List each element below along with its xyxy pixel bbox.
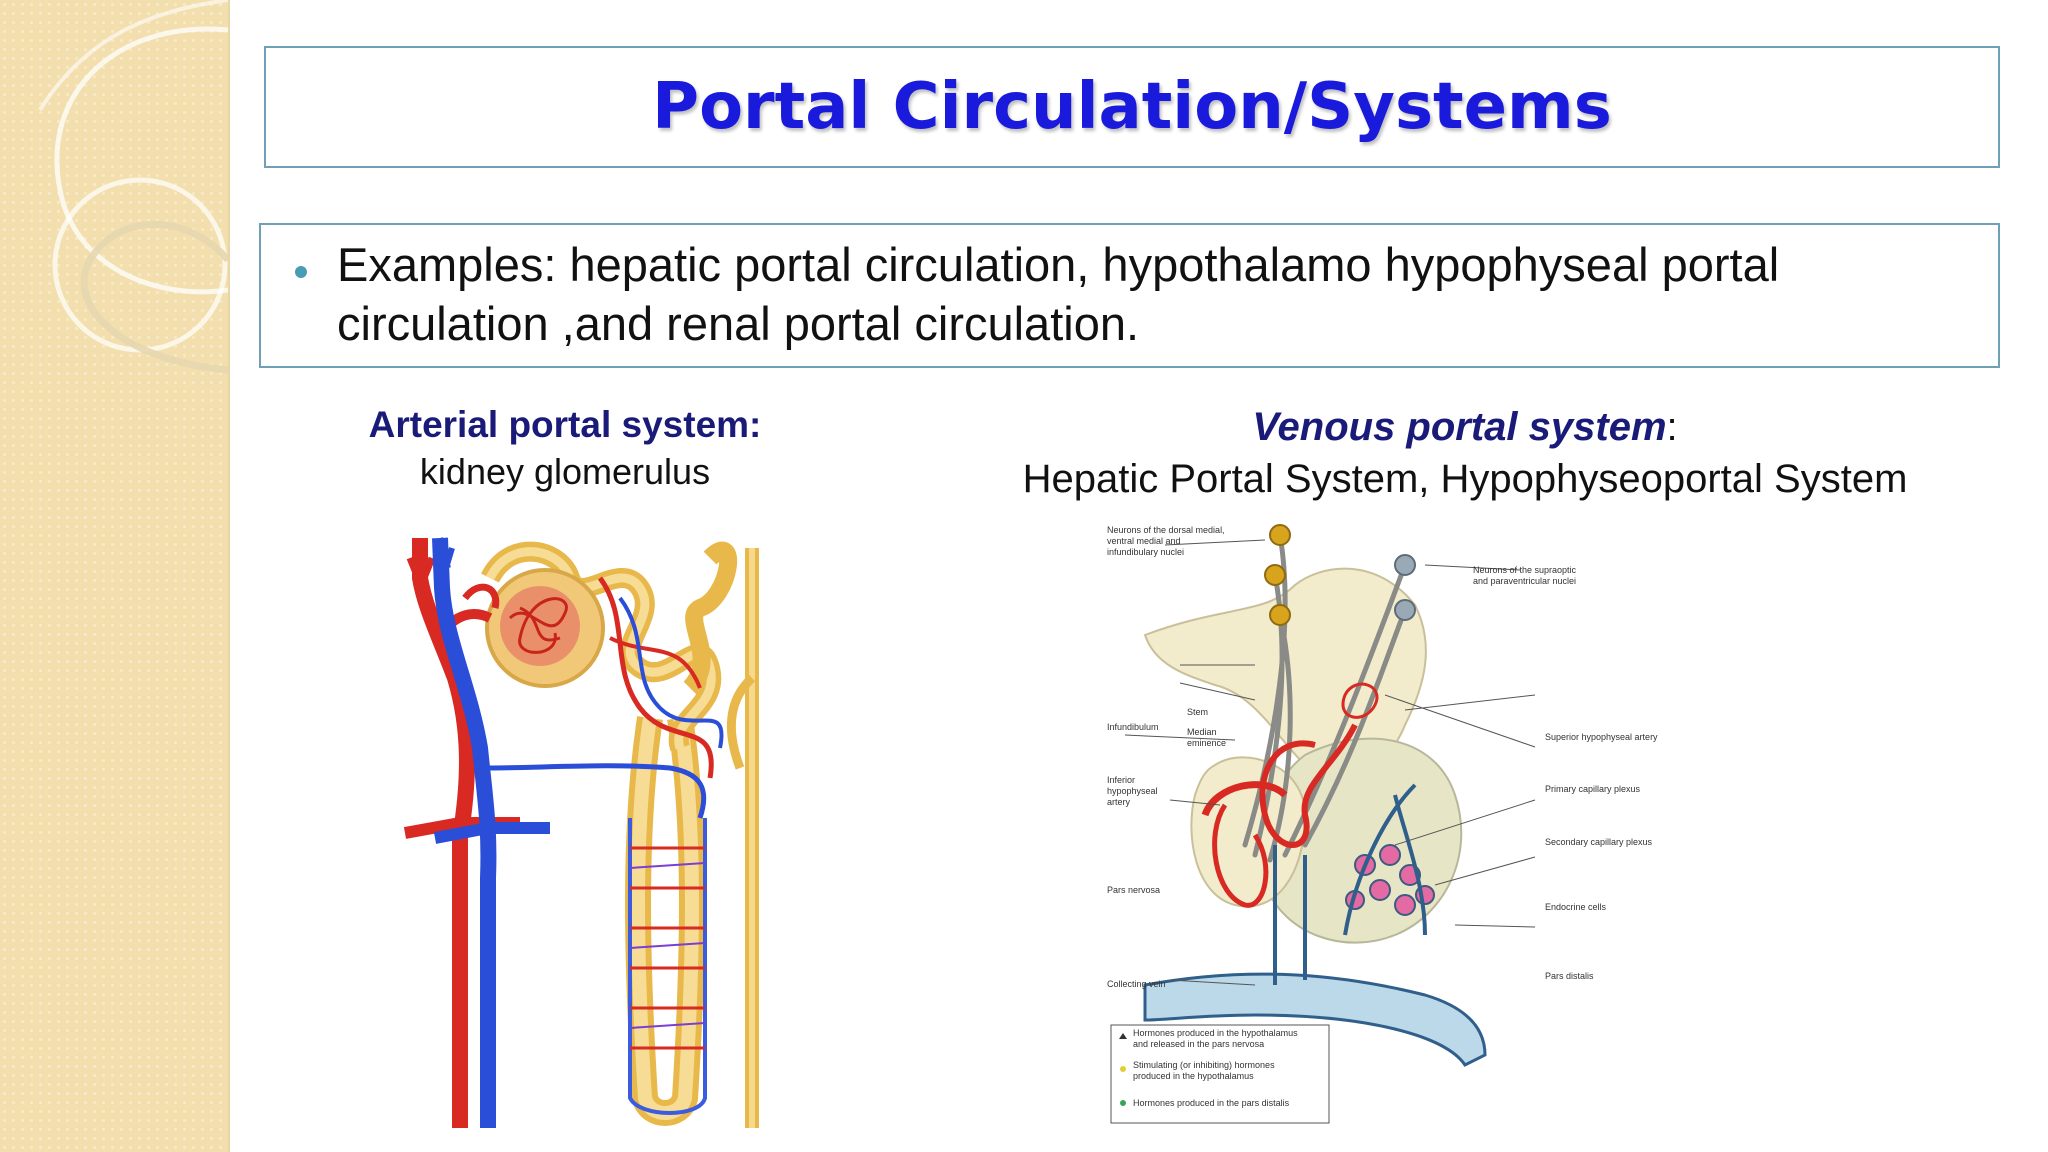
legend-item-3-line-1: Hormones produced in the pars distalis <box>1133 1098 1290 1108</box>
label-stem: Stem <box>1187 707 1208 717</box>
venous-heading: Venous portal system <box>1252 405 1667 449</box>
neuron-cells <box>1264 524 1291 626</box>
label-pars-nervosa: Pars nervosa <box>1107 885 1160 895</box>
label-inferior-artery-1: Inferior <box>1107 775 1135 785</box>
label-median-eminence-1: Median <box>1187 727 1217 737</box>
label-neurons-supraoptic-1: Neurons of the supraoptic <box>1473 565 1577 575</box>
legend-item-2-line-2: produced in the hypothalamus <box>1133 1071 1254 1081</box>
legend-item-1-line-2: and released in the pars nervosa <box>1133 1039 1264 1049</box>
label-inferior-artery-2: hypophyseal <box>1107 786 1158 796</box>
label-median-eminence-2: eminence <box>1187 738 1226 748</box>
label-inferior-artery-3: artery <box>1107 797 1131 807</box>
label-superior-artery: Superior hypophyseal artery <box>1545 732 1658 742</box>
label-secondary-plexus: Secondary capillary plexus <box>1545 837 1653 847</box>
bullet-text: Examples: hepatic portal circulation, hy… <box>337 238 1780 350</box>
label-infundibulum: Infundibulum <box>1107 722 1159 732</box>
venous-heading-line: Venous portal system: <box>940 405 1990 450</box>
label-endocrine-cells: Endocrine cells <box>1545 902 1607 912</box>
legend-item-1-line-1: Hormones produced in the hypothalamus <box>1133 1028 1298 1038</box>
figure-legend: Hormones produced in the hypothalamus an… <box>1110 1024 1330 1124</box>
venous-subheading: Hepatic Portal System, Hypophyseoportal … <box>1022 457 1908 501</box>
label-neurons-dorsal-2: ventral medial and <box>1107 536 1181 546</box>
arterial-heading: Arterial portal system: <box>368 404 762 445</box>
label-collecting-vein: Collecting vein <box>1107 979 1166 989</box>
kidney-nephron-illustration <box>403 537 759 1128</box>
label-neurons-dorsal-3: infundibulary nuclei <box>1107 547 1184 557</box>
bullet-box: Examples: hepatic portal circulation, hy… <box>259 223 2000 368</box>
slide-title: Portal Circulation/Systems <box>652 70 1612 144</box>
legend-item-2-line-1: Stimulating (or inhibiting) hormones <box>1133 1060 1275 1070</box>
label-neurons-dorsal-1: Neurons of the dorsal medial, <box>1107 525 1225 535</box>
venous-heading-suffix: : <box>1666 405 1678 449</box>
decorative-rings <box>38 0 228 374</box>
label-neurons-supraoptic-2: and paraventricular nuclei <box>1473 576 1576 586</box>
hypophyseal-portal-illustration: Neurons of the dorsal medial, ventral me… <box>1107 524 1658 1124</box>
label-primary-plexus: Primary capillary plexus <box>1545 784 1641 794</box>
title-box: Portal Circulation/Systems <box>264 46 2000 168</box>
arterial-subheading: kidney glomerulus <box>419 451 711 492</box>
side-decoration-panel <box>0 0 230 1152</box>
label-pars-distalis: Pars distalis <box>1545 971 1594 981</box>
bullet-dot-icon <box>295 266 307 278</box>
